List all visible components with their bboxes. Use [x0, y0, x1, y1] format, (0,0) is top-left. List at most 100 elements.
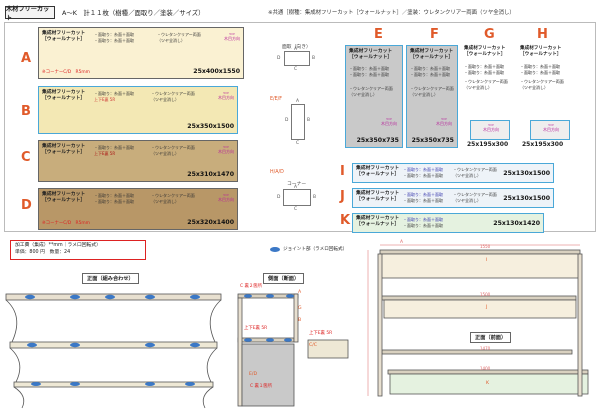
had-label: H/A/D	[270, 170, 284, 175]
panel-i-wood2: ［ウォールナット］	[356, 172, 400, 177]
panel-k-wood2: ［ウォールナット］	[356, 222, 400, 227]
panel-d-note2: ・面取り：糸面＋面取	[94, 199, 134, 204]
side-board-right	[293, 293, 299, 343]
panel-d-paint: ・ウレタンクリアー両面	[151, 193, 195, 198]
front-letter-i: I	[486, 258, 488, 263]
panel-c-grain: ⟺木目方向	[218, 144, 234, 155]
joint-legend-label: ジョイント部（ラメロ回転式）	[283, 247, 348, 252]
panel-g-size: 25x195x300	[467, 141, 509, 148]
panel-a-paint: ・ウレタンクリアー両面	[157, 32, 201, 37]
front-dim-w3: 1470	[480, 346, 491, 351]
front-letter-k: K	[486, 381, 490, 386]
panel-b-wood2: ［ウォールナット］	[42, 96, 86, 101]
panel-b: 集成材フリーカット ［ウォールナット］ ・面取り：糸面＋面取 上下E裏 5R ・…	[38, 86, 238, 134]
front-letter-j: J	[486, 305, 488, 310]
panel-a-wood: 集成材フリーカット	[42, 31, 86, 36]
panel-d-corner: ※コーナーC/D R5mm	[42, 221, 90, 227]
side-section-drawing	[237, 293, 349, 407]
panel-f-size: 25x350x735	[411, 136, 454, 144]
grain-diagram-box	[284, 51, 310, 66]
letter-e: E	[374, 27, 383, 42]
joint-oval-5	[190, 294, 200, 300]
corner-dim-d: D	[277, 195, 281, 200]
panel-f-wood: 集成材フリーカット	[410, 49, 454, 54]
panel-c-size: 25x310x1470	[187, 170, 234, 178]
panel-e-wood2: ［ウォールナット］	[349, 55, 393, 60]
panel-a-paint2: （ツヤ全消し）	[157, 38, 185, 43]
side-letter-e: E/D	[249, 372, 257, 377]
letter-k: K	[340, 213, 351, 228]
panel-e-note1: ・面取り：糸面＋面取	[349, 66, 389, 71]
panel-b-grain: ⟺木目方向	[218, 90, 234, 101]
panel-f-paint: ・ウレタンクリアー両面	[410, 86, 454, 91]
section-front: 正面（組み合わせ）	[82, 273, 139, 284]
panel-f: 集成材フリーカット ［ウォールナット］ ・面取り：糸面＋面取 ・面取り：糸面＋面…	[406, 45, 458, 148]
panel-i-wood: 集成材フリーカット	[356, 166, 400, 171]
letter-j: J	[340, 189, 345, 204]
section-front2: 正面（前面）	[470, 332, 512, 343]
joint-oval-9	[190, 342, 200, 348]
side-letter-a: A	[298, 290, 302, 295]
panel-e-paint2: （ツヤ全消し）	[349, 92, 377, 97]
front-dim-w2: 1500	[480, 292, 491, 297]
panel-d-paint2: （ツヤ全消し）	[151, 199, 179, 204]
letter-d: D	[21, 198, 32, 213]
corner-dim-b: B	[313, 195, 317, 200]
panel-d-size: 25x320x1400	[187, 218, 234, 226]
header-title: A～K 計１１枚（樹種／面取り／塗装／サイズ）	[62, 9, 205, 17]
panel-f-paint2: （ツヤ全消し）	[410, 92, 438, 97]
joint-legend: ジョイント部（ラメロ回転式）	[270, 246, 347, 252]
efgh-dim-c: C	[296, 141, 300, 146]
panel-h-text: 集成材フリーカット ［ウォールナット］ ・面取り：糸面＋面取 ・面取り：糸面＋面…	[520, 46, 575, 90]
letter-a: A	[21, 51, 32, 66]
price-info-line1: 加工費（集成）**mm｜ラメ口回転式）	[15, 243, 101, 248]
panel-e-note2: ・面取り：糸面＋面取	[349, 72, 389, 77]
grain-diagram-title: 面取（向き）	[282, 45, 311, 50]
panel-a-wood2: ［ウォールナット］	[42, 37, 86, 42]
panel-k-note2: ・面取り：糸面＋面取	[403, 223, 443, 228]
joint-oval-6	[27, 342, 37, 348]
front-top-a	[379, 249, 581, 255]
panel-j-paint2: （ツヤ全消し）	[453, 198, 481, 203]
panel-d-grain: ⟺木目方向	[218, 192, 234, 203]
panel-c-up: 上下E裏 5R	[94, 151, 116, 156]
panel-h: ⟺木目方向	[530, 120, 570, 140]
corner-diagram-title: コーナー	[287, 182, 307, 187]
panel-h-grain: ⟺木目方向	[543, 122, 559, 133]
panel-g-paint2: （ツヤ全消し）	[464, 84, 492, 90]
panel-g-paint: ・ウレタンクリアー両面	[464, 79, 508, 85]
panel-f-note1: ・面取り：糸面＋面取	[410, 66, 450, 71]
joint-oval-icon	[270, 246, 280, 252]
side-letter-b: B	[298, 318, 302, 323]
side-board-e	[241, 343, 295, 407]
panel-i-size: 25x130x1500	[503, 169, 550, 177]
panel-b-wood: 集成材フリーカット	[42, 90, 86, 95]
joint-oval-10	[31, 382, 41, 386]
panel-sheet-frame	[4, 22, 596, 232]
panel-j-paint: ・ウレタンクリアー両面	[453, 192, 497, 197]
side-joint-4	[244, 338, 252, 342]
panel-h-note2: ・面取り：糸面＋面取	[520, 69, 560, 75]
panel-g-text: 集成材フリーカット ［ウォールナット］ ・面取り：糸面＋面取 ・面取り：糸面＋面…	[464, 46, 519, 90]
letter-c: C	[21, 150, 31, 165]
panel-e: 集成材フリーカット ［ウォールナット］ ・面取り：糸面＋面取 ・面取り：糸面＋面…	[345, 45, 403, 148]
panel-c-wood2: ［ウォールナット］	[42, 150, 86, 155]
panel-j-wood: 集成材フリーカット	[356, 191, 400, 196]
panel-f-wood2: ［ウォールナット］	[410, 55, 454, 60]
panel-h-note1: ・面取り：糸面＋面取	[520, 64, 560, 70]
front-curve-left-3	[13, 386, 25, 409]
front-shelf-b	[9, 341, 218, 349]
side-label-c-top: C 裏２箇所	[240, 284, 263, 289]
panel-a-grain: ⟺木目方向	[224, 31, 240, 42]
efgh-label: E/E/F	[270, 97, 283, 102]
front-shelf-c	[13, 381, 214, 388]
header-note: ※共通［樹種：集成材フリーカット［ウォールナット］／塗装：ウレタンクリアー両面（…	[268, 10, 515, 16]
panel-b-paint2: （ツヤ全消し）	[151, 97, 179, 102]
front-band-j	[383, 299, 577, 319]
front-side-left	[377, 253, 383, 397]
panel-a-note2: ・面取り：糸面＋面取	[94, 38, 134, 43]
joint-oval-12	[145, 382, 155, 386]
panel-h-wood2: ［ウォールナット］	[520, 52, 562, 58]
panel-j: 集成材フリーカット ［ウォールナット］ ・面取り：糸面＋面取 ・面取り：糸面＋面…	[352, 188, 554, 208]
panel-j-size: 25x130x1500	[503, 194, 550, 202]
